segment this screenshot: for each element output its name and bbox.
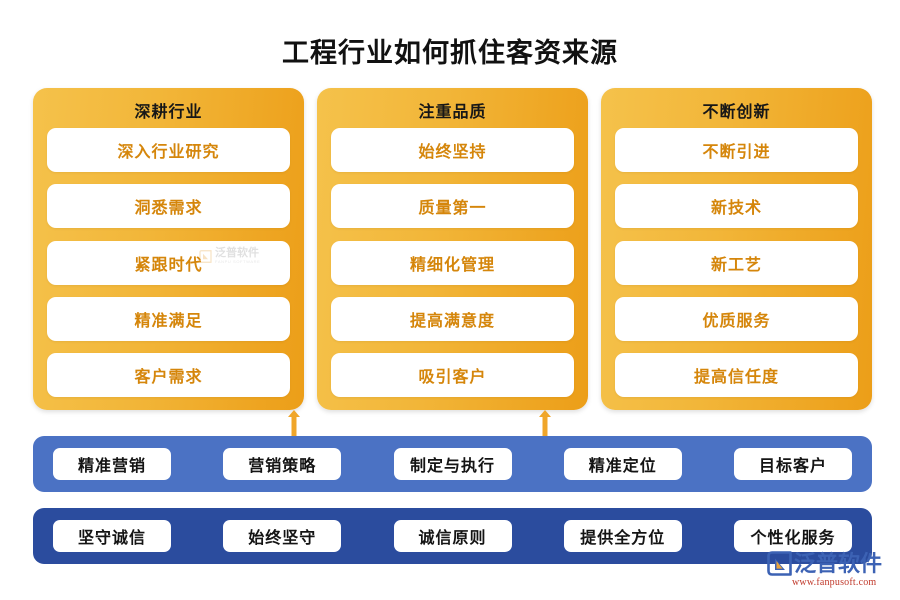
page-title: 工程行业如何抓住客资来源 <box>282 38 618 68</box>
column-panel-3: 不断创新 不断引进 新技术 新工艺 优质服务 提高信任度 <box>601 88 872 410</box>
bar-pill[interactable]: 目标客户 <box>734 448 852 480</box>
up-down-arrow-icon <box>287 410 301 444</box>
column-group: 深耕行业 深入行业研究 洞悉需求 紧跟时代 精准满足 客户需求 注重品质 始终坚… <box>33 88 872 410</box>
column-card[interactable]: 新工艺 <box>615 240 858 285</box>
brand-logo-name: 泛普软件 <box>794 550 883 576</box>
bar-pill[interactable]: 个性化服务 <box>734 520 852 552</box>
up-down-arrow-icon <box>538 410 552 444</box>
column-title-3: 不断创新 <box>702 104 771 121</box>
bar-pill[interactable]: 精准定位 <box>563 448 682 480</box>
column-card-list-2: 始终坚持 质量第一 精细化管理 提高满意度 吸引客户 <box>331 128 574 398</box>
marketing-bar: 精准营销 营销策略 制定与执行 精准定位 目标客户 <box>33 436 872 492</box>
fanpu-logo-icon <box>767 551 792 576</box>
column-title-2: 注重品质 <box>418 104 487 121</box>
column-title-1: 深耕行业 <box>134 104 203 121</box>
column-card[interactable]: 质量第一 <box>331 184 574 229</box>
column-card[interactable]: 客户需求 <box>47 353 290 397</box>
column-card[interactable]: 新技术 <box>615 184 858 229</box>
column-card-list-1: 深入行业研究 洞悉需求 紧跟时代 精准满足 客户需求 <box>47 128 290 398</box>
integrity-bar: 坚守诚信 始终坚守 诚信原则 提供全方位 个性化服务 <box>33 508 872 564</box>
column-card[interactable]: 深入行业研究 <box>47 128 290 172</box>
column-card[interactable]: 吸引客户 <box>331 353 574 397</box>
column-panel-2: 注重品质 始终坚持 质量第一 精细化管理 提高满意度 吸引客户 <box>317 88 588 410</box>
column-card[interactable]: 提高信任度 <box>615 353 858 397</box>
column-card[interactable]: 提高满意度 <box>331 296 574 341</box>
column-card[interactable]: 精准满足 <box>47 296 290 341</box>
column-card[interactable]: 优质服务 <box>615 296 858 341</box>
column-card[interactable]: 洞悉需求 <box>47 184 290 229</box>
column-card[interactable]: 始终坚持 <box>331 128 574 172</box>
column-card[interactable]: 不断引进 <box>615 128 858 172</box>
column-card-list-3: 不断引进 新技术 新工艺 优质服务 提高信任度 <box>615 128 858 398</box>
bar-pill[interactable]: 坚守诚信 <box>53 520 171 552</box>
column-panel-1: 深耕行业 深入行业研究 洞悉需求 紧跟时代 精准满足 客户需求 <box>33 88 304 410</box>
bar-pill[interactable]: 诚信原则 <box>393 520 512 552</box>
column-card[interactable]: 紧跟时代 <box>47 240 290 285</box>
bar-pill[interactable]: 营销策略 <box>223 448 342 480</box>
brand-logo: 泛普软件 www.fanpusoft.com <box>766 551 882 588</box>
brand-logo-row: 泛普软件 <box>766 551 882 576</box>
bar-pill[interactable]: 制定与执行 <box>393 448 512 480</box>
column-card[interactable]: 精细化管理 <box>331 240 574 285</box>
brand-logo-url: www.fanpusoft.com <box>792 577 877 588</box>
bar-pill[interactable]: 提供全方位 <box>563 520 682 552</box>
bar-pill[interactable]: 始终坚守 <box>223 520 342 552</box>
bar-pill[interactable]: 精准营销 <box>53 448 171 480</box>
